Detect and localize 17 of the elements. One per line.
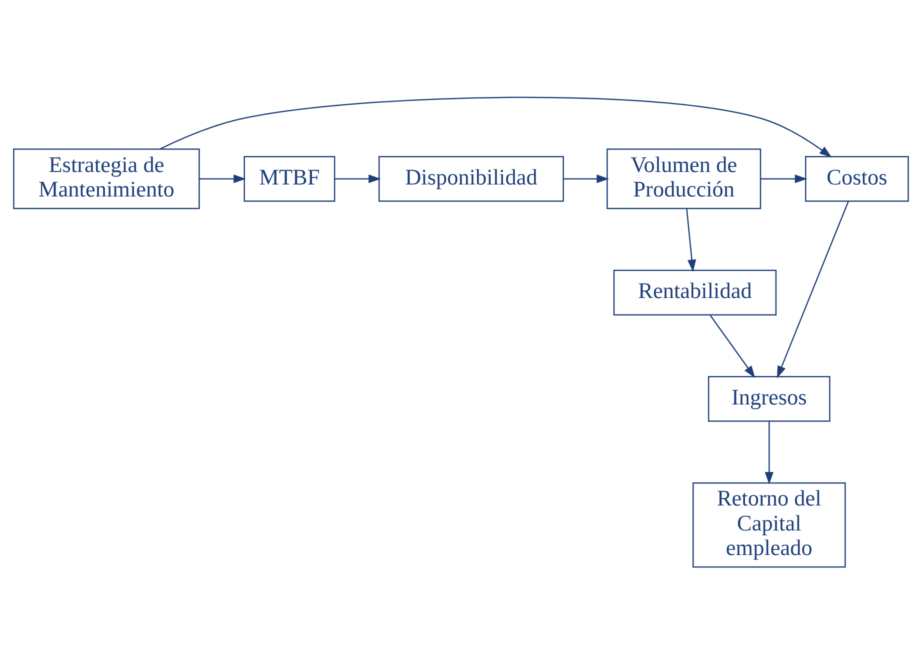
node-box: Rentabilidad (613, 270, 777, 316)
arrow (710, 314, 756, 378)
node-box: Retorno del Capital empleado (692, 482, 846, 568)
node-box: Volumen de Producción (606, 148, 762, 210)
arrow (776, 201, 849, 378)
arrow (563, 174, 610, 184)
arrow (199, 174, 246, 184)
arrow (160, 96, 832, 158)
node-box: Costos (805, 156, 909, 202)
arrow (686, 208, 696, 272)
arrow (334, 174, 381, 184)
node-box: MTBF (244, 156, 336, 202)
node-box: Ingresos (708, 376, 830, 422)
arrow (760, 174, 808, 184)
node-box: Disponibilidad (378, 156, 564, 202)
arrow (764, 422, 774, 484)
node-box: Estrategia de Mantenimiento (13, 148, 200, 210)
